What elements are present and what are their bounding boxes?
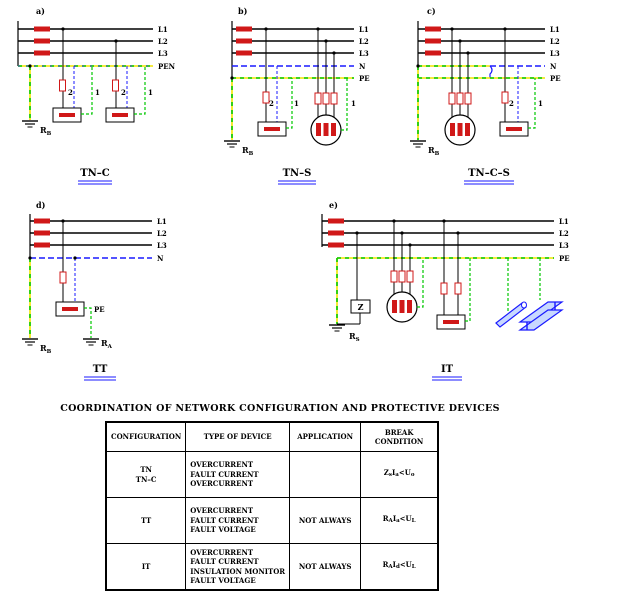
earth-label: RB: [428, 145, 440, 157]
earth-label: RA: [101, 338, 113, 350]
phase-label-l1: L1: [550, 25, 560, 34]
phase-label-l1: L1: [157, 217, 167, 226]
table-row: IT OVERCURRENT FAULT CURRENT INSULATION …: [105, 543, 439, 591]
device-label: 1: [95, 88, 100, 97]
pe-label: PE: [559, 254, 570, 263]
neutral-label: N: [550, 62, 557, 71]
phase-label-l3: L3: [157, 241, 167, 250]
panel-letter: c): [427, 6, 436, 16]
impedance-label: Z: [358, 302, 364, 312]
device-label: 1: [538, 99, 543, 108]
panel-title: TN–S: [283, 168, 312, 179]
application-cell: NOT ALWAYS: [289, 543, 362, 591]
config-cell: TT: [105, 497, 187, 544]
phase-label-l2: L2: [158, 37, 168, 46]
panel-title: IT: [441, 364, 454, 375]
application-cell: NOT ALWAYS: [289, 497, 362, 544]
panel-letter: b): [238, 6, 248, 16]
phase-label-l2: L2: [359, 37, 369, 46]
pen-label: PEN: [158, 62, 176, 71]
pe-label: PE: [550, 74, 561, 83]
phase-label-l2: L2: [559, 229, 569, 238]
phase-label-l1: L1: [359, 25, 369, 34]
pe-label: PE: [359, 74, 370, 83]
device-cell: OVERCURRENT FAULT CURRENT FAULT VOLTAGE: [185, 497, 291, 544]
earth-label: RS: [349, 331, 360, 343]
panel-tn-c: a) L1 L2 L3 PEN RB 2 1 2 1: [17, 6, 176, 185]
earth-label: RB: [242, 145, 254, 157]
phase-label-l2: L2: [157, 229, 167, 238]
panel-title: TN–C–S: [468, 168, 510, 179]
phase-label-l3: L3: [550, 49, 560, 58]
network-diagrams: a) L1 L2 L3 PEN RB 2 1 2 1: [17, 6, 570, 381]
application-cell: [289, 451, 362, 498]
device-label: 2: [269, 99, 274, 108]
table-row: TT OVERCURRENT FAULT CURRENT FAULT VOLTA…: [105, 497, 439, 544]
phase-label-l3: L3: [158, 49, 168, 58]
coordination-table: CONFIGURATION TYPE OF DEVICE APPLICATION…: [105, 421, 440, 591]
phase-label-l1: L1: [559, 217, 569, 226]
device-label: 1: [351, 99, 356, 108]
earth-label: RB: [40, 343, 52, 355]
device-label: 1: [148, 88, 153, 97]
panel-letter: a): [36, 6, 45, 16]
break-condition-cell: ZsIa<Uo: [360, 451, 439, 498]
phase-label-l3: L3: [359, 49, 369, 58]
device-cell: OVERCURRENT FAULT CURRENT INSULATION MON…: [185, 543, 291, 591]
table-title: COORDINATION OF NETWORK CONFIGURATION AN…: [60, 403, 500, 414]
panel-title: TN–C: [80, 168, 110, 179]
panel-letter: e): [329, 200, 338, 210]
pe-label: PE: [94, 305, 105, 314]
device-cell: OVERCURRENT FAULT CURRENT OVERCURRENT: [185, 451, 291, 498]
panel-tn-s: b) L1 L2 L3 N PE RB 2 1: [223, 6, 370, 185]
break-condition-cell: RAId<UL: [360, 543, 439, 591]
column-header: TYPE OF DEVICE: [185, 421, 291, 452]
panel-tt: d) L1 L2 L3 N RB PE RA TT: [21, 200, 167, 381]
panel-letter: d): [36, 200, 46, 210]
phase-label-l2: L2: [550, 37, 560, 46]
neutral-label: N: [157, 254, 164, 263]
device-label: 2: [68, 88, 73, 97]
panel-it: e) L1 L2 L3 PE Z RS: [321, 200, 570, 381]
table-row: TN TN–C OVERCURRENT FAULT CURRENT OVERCU…: [105, 451, 439, 498]
phase-label-l1: L1: [158, 25, 168, 34]
table-header-row: CONFIGURATION TYPE OF DEVICE APPLICATION…: [105, 421, 439, 452]
column-header: BREAK CONDITION: [360, 421, 439, 452]
device-label: 2: [121, 88, 126, 97]
neutral-label: N: [359, 62, 366, 71]
config-cell: TN TN–C: [105, 451, 187, 498]
panel-title: TT: [93, 364, 108, 375]
phase-label-l3: L3: [559, 241, 569, 250]
config-cell: IT: [105, 543, 187, 591]
device-label: 1: [294, 99, 299, 108]
column-header: CONFIGURATION: [105, 421, 187, 452]
panel-tn-c-s: c) L1 L2 L3 N PE RB: [409, 6, 561, 185]
column-header: APPLICATION: [289, 421, 362, 452]
earth-label: RB: [40, 125, 52, 137]
device-label: 2: [509, 99, 514, 108]
break-condition-cell: RAIa<UL: [360, 497, 439, 544]
